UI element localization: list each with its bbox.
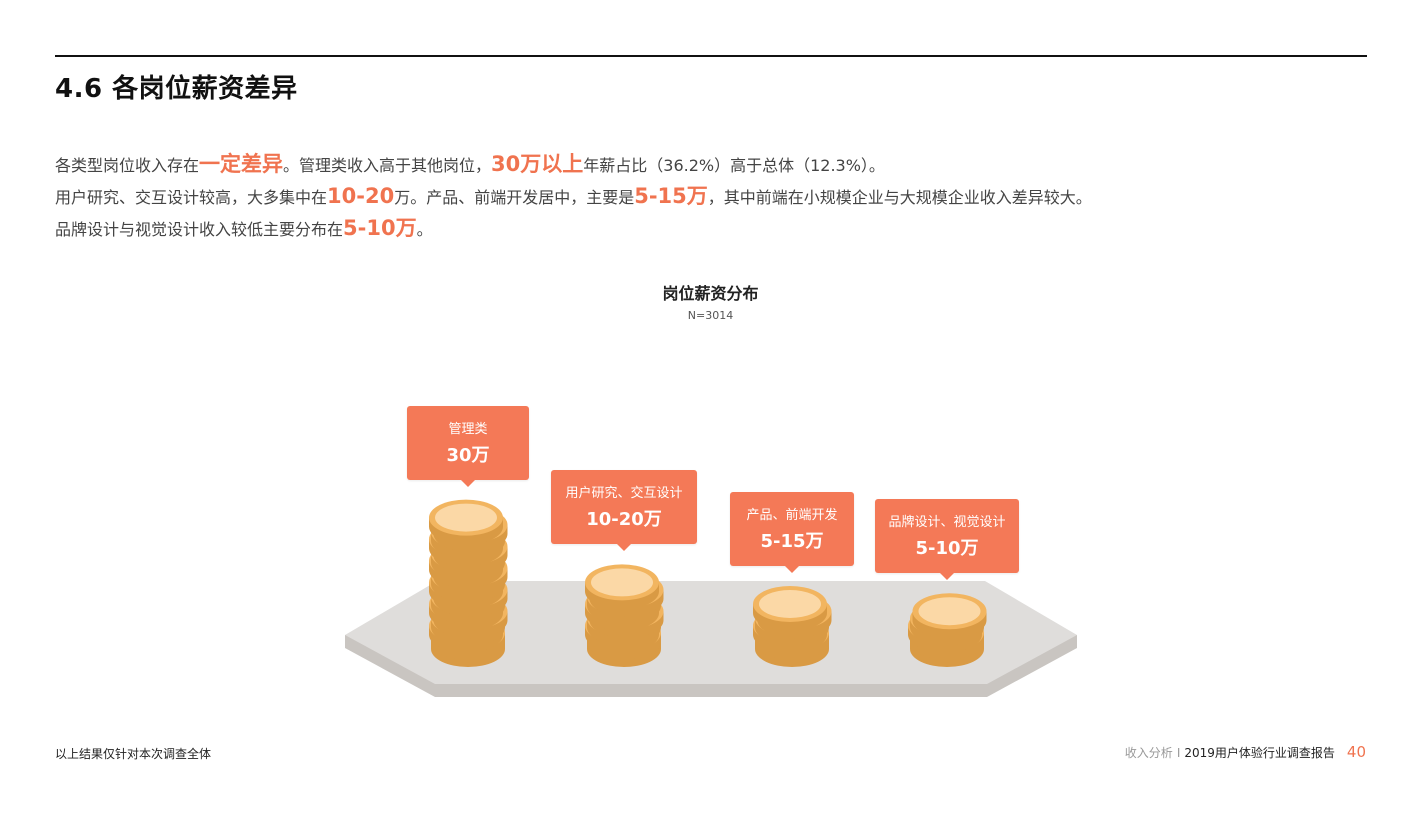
salary-callout: 品牌设计、视觉设计 5-10万 bbox=[875, 499, 1019, 581]
coin bbox=[753, 586, 827, 631]
coin bbox=[912, 593, 987, 639]
footnote: 以上结果仅针对本次调查全体 bbox=[55, 747, 212, 761]
coin-stack bbox=[753, 586, 832, 667]
intro-highlight: 5-15万 bbox=[634, 184, 708, 208]
callout-category: 品牌设计、视觉设计 bbox=[888, 515, 1006, 531]
callout-value: 5-10万 bbox=[915, 538, 979, 560]
footer-report-title: 2019用户体验行业调查报告 bbox=[1184, 746, 1335, 760]
footer-separator: I bbox=[1176, 746, 1181, 760]
coin-stack bbox=[429, 499, 508, 667]
intro-text: ，其中前端在小规模企业与大规模企业收入差异较大。 bbox=[707, 188, 1092, 207]
platform bbox=[345, 581, 1077, 697]
intro-text: 用户研究、交互设计较高，大多集中在 bbox=[55, 188, 328, 207]
intro-text: 各类型岗位收入存在 bbox=[55, 156, 200, 175]
callout-value: 30万 bbox=[446, 444, 490, 466]
coin-stack bbox=[585, 564, 664, 667]
coin bbox=[585, 564, 659, 610]
salary-callout: 管理类 30万 bbox=[407, 405, 529, 487]
top-rule bbox=[55, 55, 1367, 57]
footer-section: 收入分析 bbox=[1124, 746, 1173, 760]
coin-stack bbox=[908, 593, 987, 667]
callout-category: 管理类 bbox=[448, 421, 488, 437]
intro-text: 。 bbox=[416, 220, 433, 239]
intro-highlight: 10-20 bbox=[327, 184, 395, 208]
intro-line-1: 各类型岗位收入存在一定差异。管理类收入高于其他岗位，30万以上年薪占比（36.2… bbox=[55, 148, 1355, 180]
salary-callout: 产品、前端开发 5-15万 bbox=[730, 492, 854, 573]
intro-line-3: 品牌设计与视觉设计收入较低主要分布在5-10万。 bbox=[55, 212, 1355, 244]
intro-text: 。管理类收入高于其他岗位， bbox=[283, 156, 492, 175]
intro-paragraph: 各类型岗位收入存在一定差异。管理类收入高于其他岗位，30万以上年薪占比（36.2… bbox=[55, 148, 1355, 244]
section-title: 4.6 各岗位薪资差异 bbox=[55, 74, 298, 104]
intro-highlight: 一定差异 bbox=[199, 152, 284, 176]
platform-top bbox=[345, 581, 1077, 684]
coin-stacks bbox=[429, 499, 987, 667]
chart-sample-size: N=3014 bbox=[687, 309, 734, 322]
callout-value: 5-15万 bbox=[760, 531, 824, 552]
coin bbox=[429, 499, 503, 545]
intro-text: 万。产品、前端开发居中，主要是 bbox=[394, 188, 635, 207]
chart-title: 岗位薪资分布 bbox=[662, 284, 759, 303]
intro-text: 品牌设计与视觉设计收入较低主要分布在 bbox=[55, 220, 344, 239]
callout-category: 产品、前端开发 bbox=[746, 508, 838, 523]
intro-highlight: 5-10万 bbox=[343, 216, 417, 240]
intro-line-2: 用户研究、交互设计较高，大多集中在10-20万。产品、前端开发居中，主要是5-1… bbox=[55, 180, 1355, 212]
callout-category: 用户研究、交互设计 bbox=[565, 486, 683, 502]
page-number: 40 bbox=[1346, 743, 1366, 761]
callout-value: 10-20万 bbox=[586, 509, 662, 531]
intro-text: 年薪占比（36.2%）高于总体（12.3%）。 bbox=[583, 156, 885, 175]
intro-highlight: 30万以上 bbox=[491, 152, 584, 176]
salary-callout: 用户研究、交互设计 10-20万 bbox=[551, 470, 697, 552]
